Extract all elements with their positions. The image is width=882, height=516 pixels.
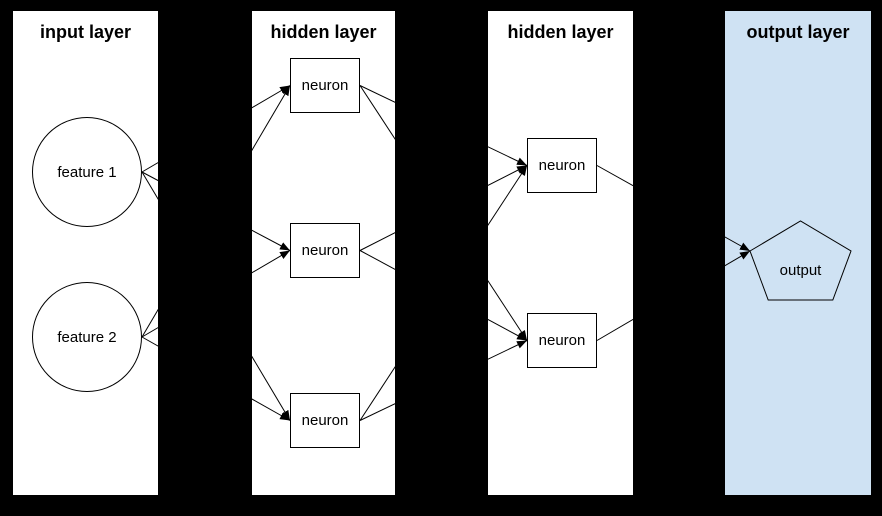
- node-feature-2: feature 2: [32, 282, 142, 392]
- gap-cover-2: [395, 11, 488, 495]
- hidden-layer-2-title: hidden layer: [507, 22, 614, 42]
- panel-gap-covers: [158, 11, 725, 495]
- node-h1-neuron-3: neuron: [290, 393, 360, 448]
- node-feature-1: feature 1: [32, 117, 142, 227]
- node-h1-neuron-2-label: neuron: [301, 242, 349, 259]
- input-layer-title: input layer: [39, 22, 132, 42]
- node-feature-2-label: feature 2: [57, 328, 117, 346]
- node-h2-neuron-2-label: neuron: [538, 332, 586, 349]
- node-h2-neuron-2: neuron: [527, 313, 597, 368]
- panel-hidden-layer-2: hidden layer: [488, 11, 633, 495]
- output-layer-title: output layer: [746, 22, 850, 42]
- node-h1-neuron-2: neuron: [290, 223, 360, 278]
- node-output-label: output: [779, 261, 822, 279]
- output-pentagon-shape: [749, 220, 852, 301]
- panel-input-layer: input layer: [13, 11, 158, 495]
- gap-cover-3: [633, 11, 725, 495]
- node-h1-neuron-3-label: neuron: [301, 412, 349, 429]
- node-h1-neuron-1: neuron: [290, 58, 360, 113]
- hidden-layer-1-title: hidden layer: [270, 22, 377, 42]
- node-feature-1-label: feature 1: [57, 163, 117, 181]
- node-h2-neuron-1: neuron: [527, 138, 597, 193]
- node-h1-neuron-1-label: neuron: [301, 77, 349, 94]
- node-h2-neuron-1-label: neuron: [538, 157, 586, 174]
- node-output-label-wrap: output: [750, 240, 851, 300]
- gap-cover-1: [158, 11, 252, 495]
